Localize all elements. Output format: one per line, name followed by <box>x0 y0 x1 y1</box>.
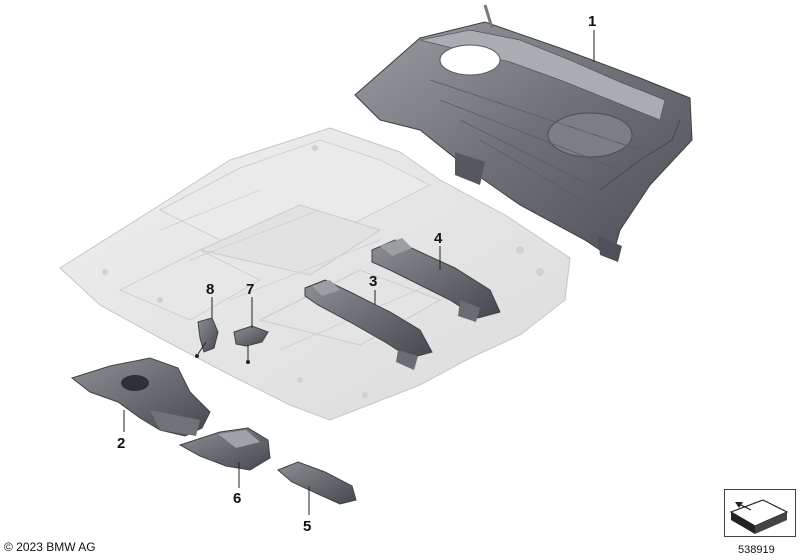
reference-number: 538919 <box>738 544 775 556</box>
copyright-notice: © 2023 BMW AG <box>4 540 96 554</box>
fastener-7 <box>246 360 250 364</box>
seat-cross-member-upper <box>371 238 501 322</box>
callout-7: 7 <box>246 281 254 298</box>
callout-5: 5 <box>303 518 311 535</box>
leader-lines <box>123 30 595 515</box>
callout-6: 6 <box>233 490 241 507</box>
fastener-8 <box>195 354 199 358</box>
reference-symbol-box <box>724 489 796 537</box>
floor-panel-icon <box>729 499 789 534</box>
longitudinal-member-5 <box>277 461 357 505</box>
callout-8: 8 <box>206 281 214 298</box>
callout-3: 3 <box>369 273 377 290</box>
callout-1: 1 <box>588 13 596 30</box>
rear-floor-panel <box>354 4 693 262</box>
side-reinforcement-6 <box>178 427 271 471</box>
floor-reinforcement-2 <box>70 357 211 437</box>
seat-cross-member-lower <box>304 279 433 370</box>
callout-2: 2 <box>117 435 125 452</box>
main-floor-panel <box>59 127 571 421</box>
callout-4: 4 <box>434 230 443 247</box>
